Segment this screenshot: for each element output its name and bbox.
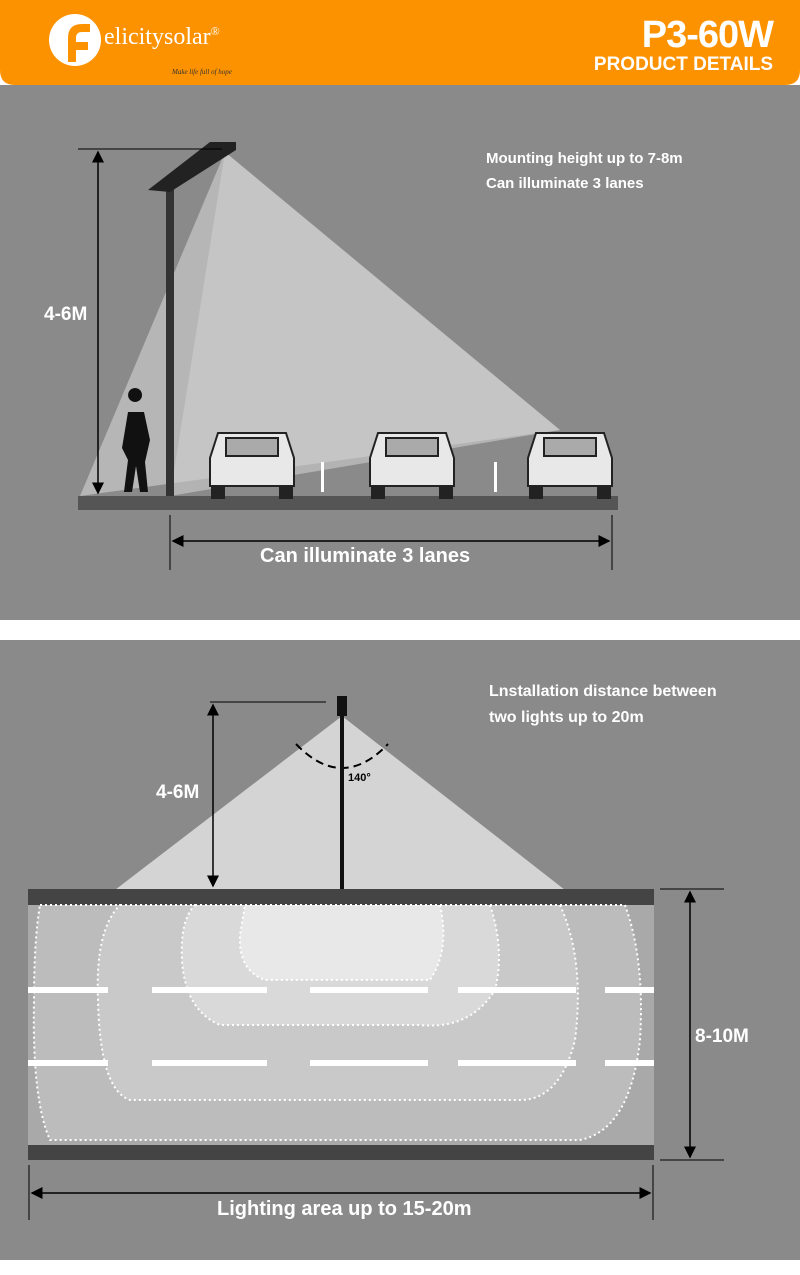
width-label-1: Can illuminate 3 lanes	[260, 545, 471, 567]
installation-note-line1: Lnstallation distance between	[489, 683, 717, 700]
road-1	[78, 496, 618, 510]
cars	[209, 432, 613, 499]
brand-text: elicitysolar	[104, 24, 211, 50]
pole-1	[166, 185, 174, 496]
lamp-head-1	[148, 142, 236, 192]
product-details-subtitle: PRODUCT DETAILS	[593, 54, 773, 75]
mounting-height-note: Mounting height up to 7-8m	[486, 150, 683, 167]
height-label-1: 4-6M	[44, 304, 88, 325]
lamp-head-2	[337, 696, 347, 716]
brand-name: elicitysolar®	[104, 24, 220, 51]
beam-angle-label: 140°	[348, 772, 371, 784]
road-edge-bottom	[28, 1145, 654, 1160]
lane-dividers-1	[321, 462, 497, 492]
road-edge-top	[28, 889, 654, 905]
lanes-note: Can illuminate 3 lanes	[486, 175, 644, 192]
height-label-2: 4-6M	[156, 782, 200, 803]
road-width-label: 8-10M	[695, 1026, 749, 1047]
slogan: Make life full of hope	[172, 68, 232, 76]
pole-2	[340, 714, 344, 890]
pedestrian	[122, 388, 150, 492]
logo-f	[68, 24, 90, 62]
header-bar	[0, 0, 800, 85]
lighting-area-label: Lighting area up to 15-20m	[217, 1198, 472, 1220]
registered-mark: ®	[210, 24, 220, 38]
lane-markings	[28, 987, 654, 1066]
installation-note-line2: two lights up to 20m	[489, 709, 644, 726]
light-zone-core	[238, 904, 445, 981]
model-title: P3-60W	[641, 14, 774, 56]
